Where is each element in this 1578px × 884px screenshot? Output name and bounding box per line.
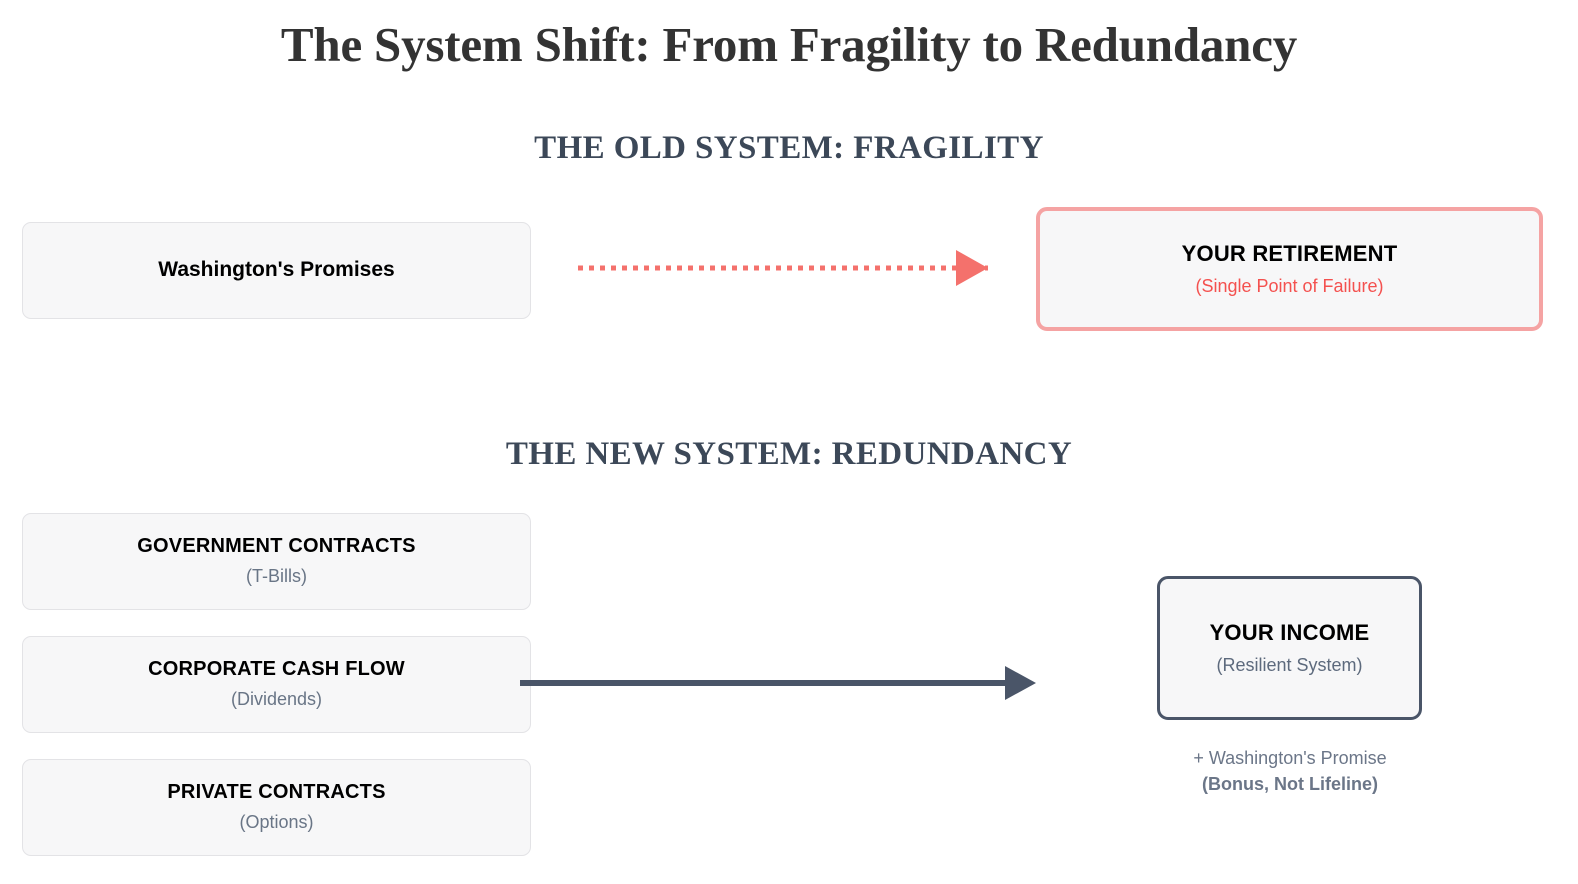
node-title: GOVERNMENT CONTRACTS	[137, 535, 416, 558]
arrow-head-icon	[1005, 666, 1036, 700]
node-your-retirement[interactable]: YOUR RETIREMENT (Single Point of Failure…	[1036, 207, 1543, 331]
section-heading-old-system: THE OLD SYSTEM: FRAGILITY	[534, 130, 1044, 166]
node-subtitle: (Dividends)	[230, 689, 323, 710]
node-title: Washington's Promises	[158, 258, 395, 282]
node-title: YOUR INCOME	[1209, 620, 1370, 646]
node-subtitle: (Resilient System)	[1216, 654, 1363, 675]
bonus-note-line-2: (Bonus, Not Lifeline)	[1202, 774, 1378, 794]
node-subtitle: (Single Point of Failure)	[1195, 275, 1384, 296]
node-government-contracts[interactable]: GOVERNMENT CONTRACTS (T-Bills)	[22, 513, 531, 610]
bonus-note: + Washington's Promise (Bonus, Not Lifel…	[1110, 745, 1470, 797]
node-washingtons-promises[interactable]: Washington's Promises	[22, 222, 531, 319]
bonus-note-line-1: + Washington's Promise	[1193, 748, 1387, 768]
node-title: PRIVATE CONTRACTS	[167, 781, 386, 804]
node-subtitle: (T-Bills)	[246, 566, 307, 587]
arrow-head-icon	[956, 250, 988, 286]
node-your-income[interactable]: YOUR INCOME (Resilient System)	[1157, 576, 1422, 720]
arrow-redundancy-solid	[520, 666, 1036, 700]
node-title: CORPORATE CASH FLOW	[148, 658, 405, 681]
section-heading-new-system: THE NEW SYSTEM: REDUNDANCY	[505, 436, 1073, 472]
node-private-contracts[interactable]: PRIVATE CONTRACTS (Options)	[22, 759, 531, 856]
node-corporate-cash-flow[interactable]: CORPORATE CASH FLOW (Dividends)	[22, 636, 531, 733]
arrow-fragility-dotted	[578, 250, 988, 286]
node-subtitle: (Options)	[239, 812, 314, 833]
page-title: The System Shift: From Fragility to Redu…	[280, 17, 1298, 72]
node-title: YOUR RETIREMENT	[1181, 241, 1398, 267]
